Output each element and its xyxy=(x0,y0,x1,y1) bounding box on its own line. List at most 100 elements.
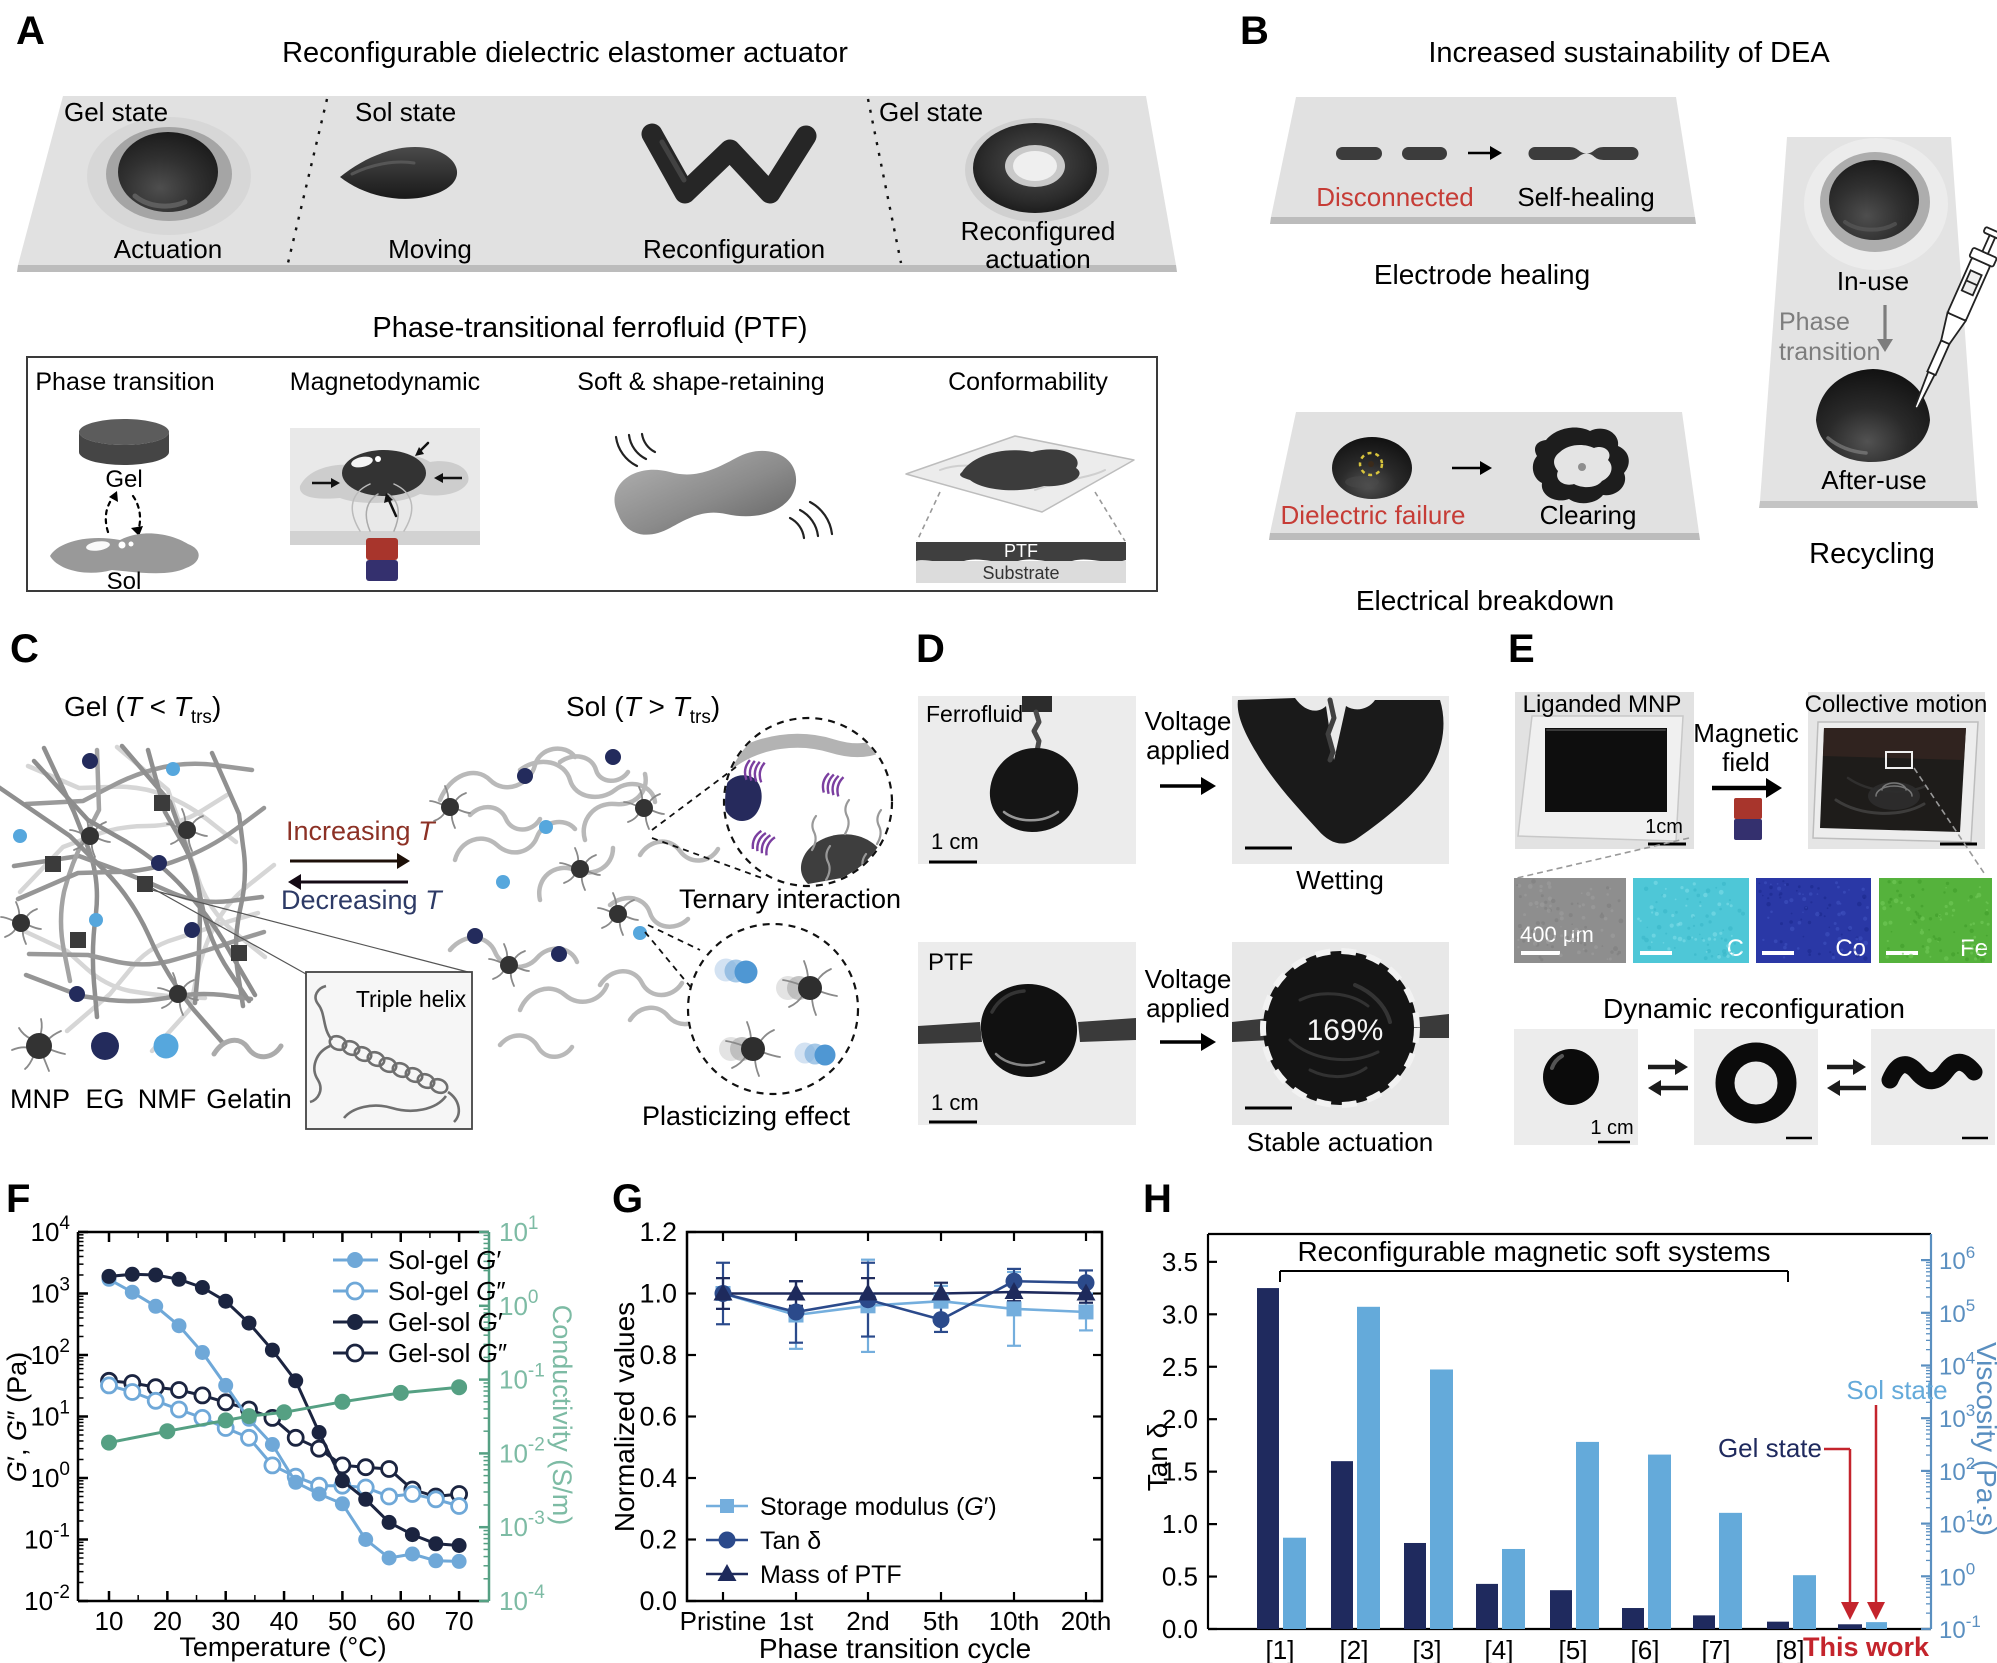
svg-text:40: 40 xyxy=(270,1606,299,1636)
svg-text:Decreasing T: Decreasing T xyxy=(281,885,444,915)
svg-text:Substrate: Substrate xyxy=(982,563,1059,583)
svg-text:Sol: Sol xyxy=(107,568,142,595)
svg-text:applied: applied xyxy=(1146,735,1230,765)
svg-text:[4]: [4] xyxy=(1485,1635,1514,1663)
svg-text:applied: applied xyxy=(1146,993,1230,1023)
svg-text:Phase transition: Phase transition xyxy=(35,368,214,396)
svg-text:Normalized values: Normalized values xyxy=(609,1302,640,1532)
svg-text:60: 60 xyxy=(386,1606,415,1636)
svg-text:Pristine: Pristine xyxy=(680,1606,767,1636)
svg-text:Soft & shape-retaining: Soft & shape-retaining xyxy=(577,368,824,396)
svg-text:1 cm: 1 cm xyxy=(1590,1117,1633,1139)
svg-text:1.5: 1.5 xyxy=(1162,1457,1198,1487)
svg-text:10th: 10th xyxy=(989,1606,1040,1636)
svg-text:Stable actuation: Stable actuation xyxy=(1247,1127,1433,1157)
svg-text:Dynamic reconfiguration: Dynamic reconfiguration xyxy=(1603,993,1905,1024)
svg-text:1.0: 1.0 xyxy=(1162,1509,1198,1539)
svg-text:In-use: In-use xyxy=(1837,266,1909,296)
svg-text:0.0: 0.0 xyxy=(639,1586,677,1616)
svg-text:Plasticizing effect: Plasticizing effect xyxy=(642,1101,851,1131)
svg-text:EG: EG xyxy=(85,1084,124,1114)
svg-text:10: 10 xyxy=(95,1606,124,1636)
svg-text:[3]: [3] xyxy=(1413,1635,1442,1663)
svg-text:Gel state: Gel state xyxy=(64,97,168,127)
svg-text:[7]: [7] xyxy=(1702,1635,1731,1663)
svg-text:Gel: Gel xyxy=(105,466,142,493)
svg-text:Tan δ: Tan δ xyxy=(1142,1423,1173,1492)
svg-text:Gelatin: Gelatin xyxy=(206,1084,292,1114)
svg-text:Increasing T: Increasing T xyxy=(286,816,437,846)
svg-text:Gel (T < Ttrs): Gel (T < Ttrs) xyxy=(64,691,221,728)
svg-text:20: 20 xyxy=(153,1606,182,1636)
svg-text:3.0: 3.0 xyxy=(1162,1299,1198,1329)
svg-text:102: 102 xyxy=(31,1336,71,1370)
svg-text:Storage modulus (G′): Storage modulus (G′) xyxy=(760,1493,997,1521)
svg-text:G′, G″ (Pa): G′, G″ (Pa) xyxy=(2,1352,32,1482)
svg-text:70: 70 xyxy=(445,1606,474,1636)
svg-text:PTF: PTF xyxy=(928,949,973,976)
svg-text:Reconfigurable dielectric elas: Reconfigurable dielectric elastomer actu… xyxy=(282,37,848,69)
svg-text:0.0: 0.0 xyxy=(1162,1614,1198,1644)
svg-text:D: D xyxy=(916,627,945,671)
svg-text:10-2: 10-2 xyxy=(499,1434,545,1468)
svg-text:Reconfiguration: Reconfiguration xyxy=(643,234,825,264)
svg-text:Magnetic: Magnetic xyxy=(1693,718,1799,748)
svg-text:101: 101 xyxy=(1939,1507,1975,1539)
svg-text:30: 30 xyxy=(211,1606,240,1636)
svg-text:F: F xyxy=(6,1177,30,1221)
svg-text:G: G xyxy=(612,1177,643,1221)
svg-text:PTF: PTF xyxy=(1004,541,1038,561)
svg-text:C: C xyxy=(10,627,39,671)
svg-text:Reconfigurable magnetic soft s: Reconfigurable magnetic soft systems xyxy=(1297,1236,1770,1267)
svg-text:0.5: 0.5 xyxy=(1162,1562,1198,1592)
svg-text:Sol (T > Ttrs): Sol (T > Ttrs) xyxy=(566,691,720,728)
svg-text:10-3: 10-3 xyxy=(499,1508,545,1542)
svg-text:Phase: Phase xyxy=(1779,308,1850,336)
svg-text:1cm: 1cm xyxy=(1645,816,1683,838)
svg-text:1 cm: 1 cm xyxy=(931,1090,979,1115)
svg-text:Phase transition cycle: Phase transition cycle xyxy=(759,1633,1031,1663)
svg-text:Tan δ: Tan δ xyxy=(760,1527,821,1555)
svg-text:Increased sustainability of DE: Increased sustainability of DEA xyxy=(1428,37,1830,69)
svg-text:100: 100 xyxy=(31,1459,71,1493)
svg-text:103: 103 xyxy=(31,1275,71,1309)
svg-text:5th: 5th xyxy=(923,1606,959,1636)
svg-text:Ferrofluid: Ferrofluid xyxy=(926,701,1023,727)
svg-text:Clearing: Clearing xyxy=(1540,500,1637,530)
svg-text:3.5: 3.5 xyxy=(1162,1247,1198,1277)
svg-text:2.0: 2.0 xyxy=(1162,1404,1198,1434)
svg-text:10-2: 10-2 xyxy=(24,1582,70,1616)
svg-text:2nd: 2nd xyxy=(846,1606,889,1636)
svg-text:103: 103 xyxy=(1939,1401,1975,1433)
svg-text:0.4: 0.4 xyxy=(639,1463,677,1493)
svg-text:102: 102 xyxy=(1939,1454,1975,1486)
svg-text:Sol state: Sol state xyxy=(1846,1375,1947,1405)
svg-text:Voltage: Voltage xyxy=(1145,706,1232,736)
svg-text:Collective motion: Collective motion xyxy=(1805,691,1988,718)
svg-text:Gel-sol G′: Gel-sol G′ xyxy=(388,1307,503,1337)
svg-text:After-use: After-use xyxy=(1821,465,1927,495)
svg-text:Gel state: Gel state xyxy=(879,97,983,127)
svg-text:[1]: [1] xyxy=(1266,1635,1295,1663)
svg-text:C: C xyxy=(1727,935,1744,962)
svg-text:Dielectric failure: Dielectric failure xyxy=(1281,500,1466,530)
svg-text:Conductivity (S/m): Conductivity (S/m) xyxy=(547,1305,577,1526)
svg-text:actuation: actuation xyxy=(985,244,1091,274)
svg-text:[6]: [6] xyxy=(1631,1635,1660,1663)
svg-text:Wetting: Wetting xyxy=(1296,865,1384,895)
svg-text:Gel state: Gel state xyxy=(1718,1433,1822,1463)
svg-text:101: 101 xyxy=(499,1213,539,1247)
svg-text:Gel-sol G″: Gel-sol G″ xyxy=(388,1338,507,1368)
svg-text:20th: 20th xyxy=(1061,1606,1112,1636)
svg-text:104: 104 xyxy=(31,1213,71,1247)
svg-text:10-1: 10-1 xyxy=(1939,1612,1981,1644)
svg-text:[8]: [8] xyxy=(1776,1635,1805,1663)
svg-text:MNP: MNP xyxy=(10,1084,70,1114)
svg-text:Magnetodynamic: Magnetodynamic xyxy=(290,368,480,396)
svg-text:400 μm: 400 μm xyxy=(1520,922,1594,947)
svg-text:169%: 169% xyxy=(1307,1014,1384,1047)
svg-text:1.2: 1.2 xyxy=(639,1217,677,1247)
svg-text:Electrical breakdown: Electrical breakdown xyxy=(1356,585,1614,616)
svg-text:[5]: [5] xyxy=(1559,1635,1588,1663)
svg-text:Viscosity (Pa·s): Viscosity (Pa·s) xyxy=(1971,1342,1997,1536)
